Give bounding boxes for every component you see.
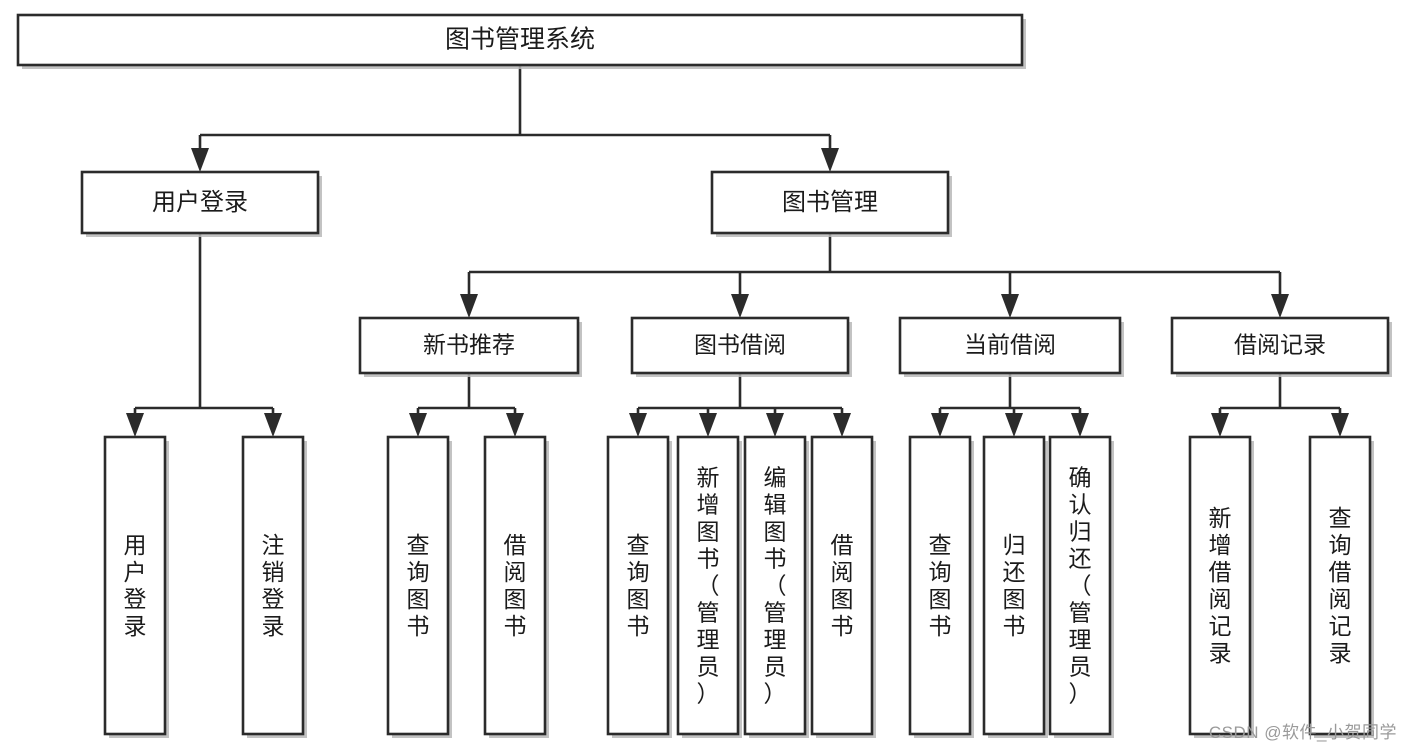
level2-label: 图书管理 [782,189,878,216]
leaf-node[interactable]: 归还图书 [982,435,1048,738]
leaf-label: 查询图书 [929,532,952,639]
level3-box[interactable] [1170,316,1390,375]
leaf-label: 查询借阅记录 [1329,505,1352,666]
leaf-box[interactable] [743,435,807,736]
root-label: 图书管理系统 [445,26,595,54]
leaf-box[interactable] [483,435,547,736]
root-box[interactable] [16,13,1024,67]
leaf-box[interactable] [1308,435,1372,736]
leaf-label: 编辑图书（管理员） [764,465,787,707]
leaf-box[interactable] [810,435,874,736]
leaf-label: 确认归还（管理员） [1069,465,1092,707]
arrow-head-icon [1331,413,1349,437]
arrow-head-icon [931,413,949,437]
leaf-node[interactable]: 新增借阅记录 [1188,435,1254,738]
level3-box[interactable] [898,316,1122,375]
leaf-box[interactable] [606,435,670,736]
leaf-node[interactable]: 查询图书 [908,435,974,738]
level3-label: 当前借阅 [964,332,1056,358]
arrow-head-icon [731,294,749,318]
arrow-head-icon [1211,413,1229,437]
arrow-head-icon [821,148,839,172]
connector-root-to-level2 [191,65,839,172]
connector-bookmgmt-to-level3 [460,233,1289,318]
leaf-label: 用户登录 [124,532,147,639]
connector-newbook-to-leaves [409,373,524,437]
arrow-head-icon [126,413,144,437]
leaf-label: 归还图书 [1003,532,1026,639]
level3-node[interactable]: 当前借阅 [898,316,1124,377]
leaf-label: 注销登录 [262,532,285,639]
arrow-head-icon [1005,413,1023,437]
arrow-head-icon [1071,413,1089,437]
leaf-node[interactable]: 用户登录 [103,435,169,738]
arrow-head-icon [264,413,282,437]
leaf-label: 借阅图书 [504,532,527,639]
leaf-node[interactable]: 查询借阅记录 [1308,435,1374,738]
leaf-node[interactable]: 注销登录 [241,435,307,738]
level3-label: 借阅记录 [1234,332,1326,358]
leaf-node[interactable]: 借阅图书 [483,435,549,738]
level2-node[interactable]: 用户登录 [80,170,322,237]
arrow-head-icon [766,413,784,437]
level3-node[interactable]: 图书借阅 [630,316,852,377]
arrow-head-icon [629,413,647,437]
leaf-box[interactable] [1048,435,1112,736]
leaf-node[interactable]: 新增图书（管理员） [676,435,742,738]
connector-current-to-leaves [931,373,1089,437]
level3-box[interactable] [358,316,580,375]
leaf-label: 借阅图书 [831,532,854,639]
arrow-head-icon [833,413,851,437]
arrow-head-icon [1271,294,1289,318]
leaf-label: 查询图书 [407,532,430,639]
node-layer: 图书管理系统用户登录图书管理新书推荐图书借阅当前借阅借阅记录用户登录注销登录查询… [16,13,1392,738]
leaf-box[interactable] [908,435,972,736]
arrow-head-icon [460,294,478,318]
leaf-box[interactable] [1188,435,1252,736]
level2-node[interactable]: 图书管理 [710,170,952,237]
leaf-box[interactable] [241,435,305,736]
leaf-node[interactable]: 确认归还（管理员） [1048,435,1114,738]
leaf-node[interactable]: 查询图书 [386,435,452,738]
leaf-node[interactable]: 借阅图书 [810,435,876,738]
root-node[interactable]: 图书管理系统 [16,13,1026,69]
level3-node[interactable]: 新书推荐 [358,316,582,377]
leaf-label: 新增借阅记录 [1209,505,1232,666]
level3-box[interactable] [630,316,850,375]
level2-box[interactable] [80,170,320,235]
level2-box[interactable] [710,170,950,235]
leaf-node[interactable]: 编辑图书（管理员） [743,435,809,738]
arrow-head-icon [1001,294,1019,318]
leaf-box[interactable] [676,435,740,736]
level3-label: 图书借阅 [694,332,786,358]
connector-userlogin-to-leaves [126,233,282,437]
connector-borrow-to-leaves [629,373,851,437]
connector-record-to-leaves [1211,373,1349,437]
level3-label: 新书推荐 [423,332,515,358]
level3-node[interactable]: 借阅记录 [1170,316,1392,377]
leaf-box[interactable] [386,435,450,736]
leaf-label: 查询图书 [627,532,650,639]
level2-label: 用户登录 [152,189,248,216]
arrow-head-icon [506,413,524,437]
arrow-head-icon [191,148,209,172]
leaf-box[interactable] [103,435,167,736]
arrow-head-icon [409,413,427,437]
leaf-box[interactable] [982,435,1046,736]
leaf-node[interactable]: 查询图书 [606,435,672,738]
arrow-head-icon [699,413,717,437]
connector-layer [126,65,1349,437]
leaf-label: 新增图书（管理员） [697,465,720,707]
